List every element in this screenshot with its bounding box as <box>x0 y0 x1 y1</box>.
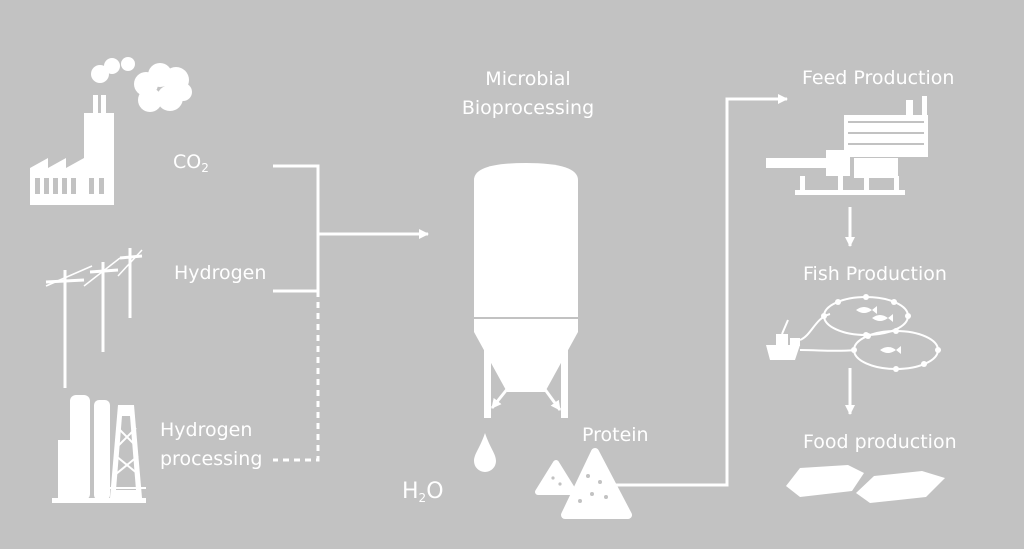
hydrogen-processing-label-line1: Hydrogen <box>160 419 253 441</box>
food-production-label: Food production <box>803 431 957 453</box>
feed-production-label: Feed Production <box>802 67 955 89</box>
hydrogen-label: Hydrogen <box>174 262 267 284</box>
co2-label: CO2 <box>173 151 209 175</box>
input-connector <box>273 164 429 462</box>
water-label: H2O <box>402 479 444 505</box>
feed-machine-icon <box>766 96 928 195</box>
protein-pile-icon <box>535 448 632 519</box>
protein-label: Protein <box>582 424 649 446</box>
bioreactor-icon <box>474 163 578 418</box>
protein-to-feed-connector <box>615 94 788 487</box>
water-drop-icon <box>474 433 496 472</box>
process-title-line1: Microbial <box>485 68 571 90</box>
fish-farm-icon <box>766 294 941 372</box>
power-lines-icon <box>45 248 143 388</box>
hydrogen-processing-label-line2: processing <box>160 448 263 470</box>
process-title-line2: Bioprocessing <box>461 97 595 119</box>
food-pellet-icon <box>786 465 945 503</box>
fish-production-label: Fish Production <box>803 263 947 285</box>
